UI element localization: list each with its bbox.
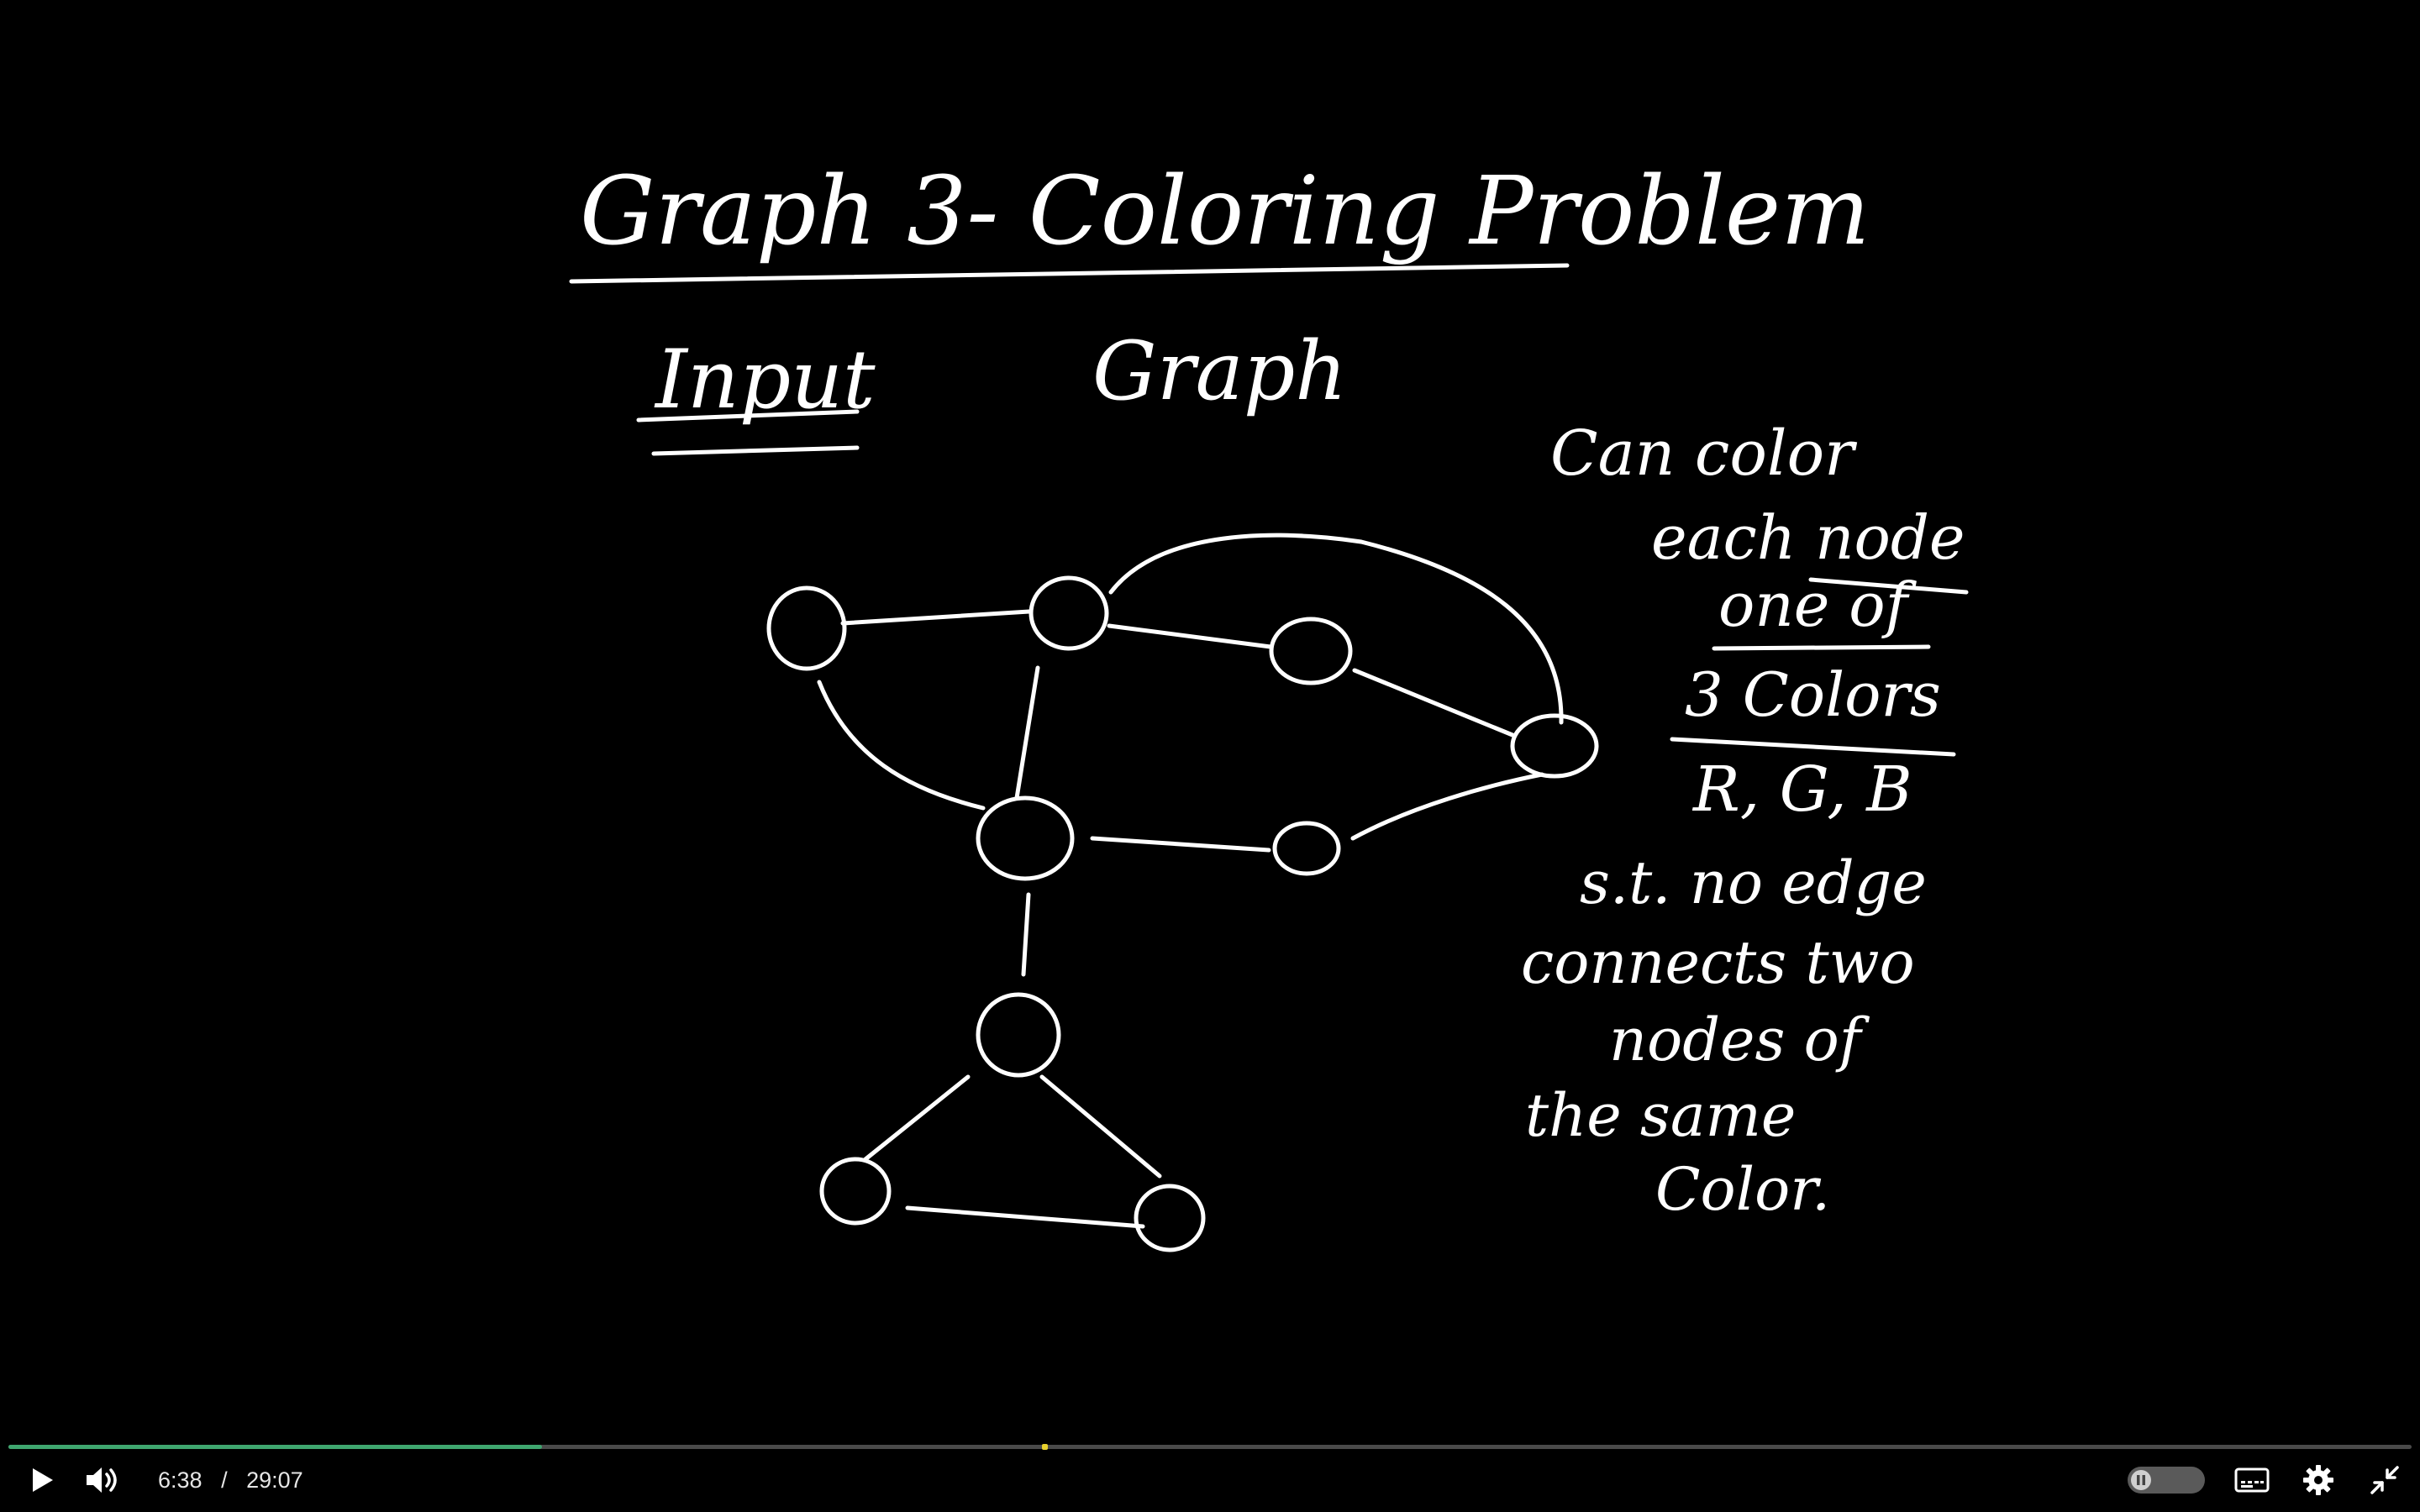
captions-button[interactable] — [2232, 1462, 2272, 1499]
time-separator: / — [221, 1467, 228, 1493]
note-underline — [1712, 644, 1931, 651]
edge — [840, 609, 1032, 626]
whiteboard: Graph 3- Coloring Problem Input Graph — [569, 157, 1969, 1252]
toggle-knob — [2131, 1470, 2151, 1490]
edge — [863, 1074, 971, 1162]
exit-fullscreen-button[interactable] — [2366, 1462, 2403, 1499]
current-time: 6:38 — [158, 1467, 203, 1493]
node — [1028, 575, 1109, 651]
note-line: Color. — [1655, 1155, 1830, 1224]
input-underline-2 — [651, 445, 860, 456]
edge — [1107, 623, 1273, 649]
exit-fullscreen-icon — [2370, 1466, 2399, 1494]
note-line: s.t. no edge — [1580, 848, 1927, 917]
note-line: nodes of — [1609, 1005, 1870, 1074]
edge — [1108, 533, 1564, 725]
node — [1134, 1184, 1206, 1252]
duration: 29:07 — [246, 1467, 303, 1493]
node — [976, 795, 1075, 881]
note-underline — [1808, 577, 1969, 595]
note-line: 3 Colors — [1685, 659, 1941, 730]
definition-notes: Can color each node one of 3 Colors R, G… — [1521, 417, 1969, 1224]
volume-button[interactable] — [77, 1462, 128, 1499]
edge — [905, 1205, 1145, 1229]
note-line: connects two — [1521, 928, 1915, 997]
settings-button[interactable] — [2299, 1462, 2338, 1499]
edge — [1021, 892, 1031, 977]
note-line: one of — [1718, 570, 1918, 640]
time-display: 6:38 / 29:07 — [158, 1462, 303, 1499]
note-line: Can color — [1550, 417, 1858, 490]
board-title: Graph 3- Coloring Problem — [580, 157, 1870, 266]
edge — [1352, 668, 1515, 738]
note-line: each node — [1651, 502, 1965, 573]
player-controls: 6:38 / 29:07 — [0, 1440, 2420, 1512]
input-value: Graph — [1092, 324, 1347, 418]
note-line: R, G, B — [1691, 753, 1912, 826]
gear-icon — [2303, 1465, 2333, 1495]
play-icon — [33, 1468, 53, 1492]
captions-icon — [2234, 1467, 2270, 1493]
progress-played — [8, 1445, 542, 1449]
graph-edges — [817, 533, 1564, 1229]
pause-toggle[interactable] — [2128, 1467, 2205, 1494]
node — [1510, 713, 1599, 779]
node — [766, 585, 847, 671]
pause-toggle-icon — [2137, 1475, 2145, 1485]
edge — [1350, 772, 1544, 841]
graph-nodes — [766, 575, 1599, 1252]
note-underline — [1670, 737, 1956, 757]
edge — [1039, 1074, 1162, 1179]
edge — [1014, 665, 1040, 801]
input-underline-1 — [636, 409, 860, 423]
title-underline — [569, 263, 1570, 284]
progress-bar[interactable] — [8, 1444, 2412, 1450]
node — [1269, 617, 1353, 685]
node — [819, 1157, 892, 1226]
node — [976, 992, 1061, 1078]
edge — [817, 680, 986, 811]
edge — [1090, 836, 1271, 853]
node — [1272, 821, 1341, 876]
play-button[interactable] — [20, 1462, 64, 1499]
volume-icon — [87, 1467, 117, 1493]
note-line: the same — [1525, 1081, 1796, 1150]
progress-marker[interactable] — [1041, 1444, 1048, 1450]
video-frame[interactable]: Graph 3- Coloring Problem Input Graph — [0, 0, 2420, 1445]
